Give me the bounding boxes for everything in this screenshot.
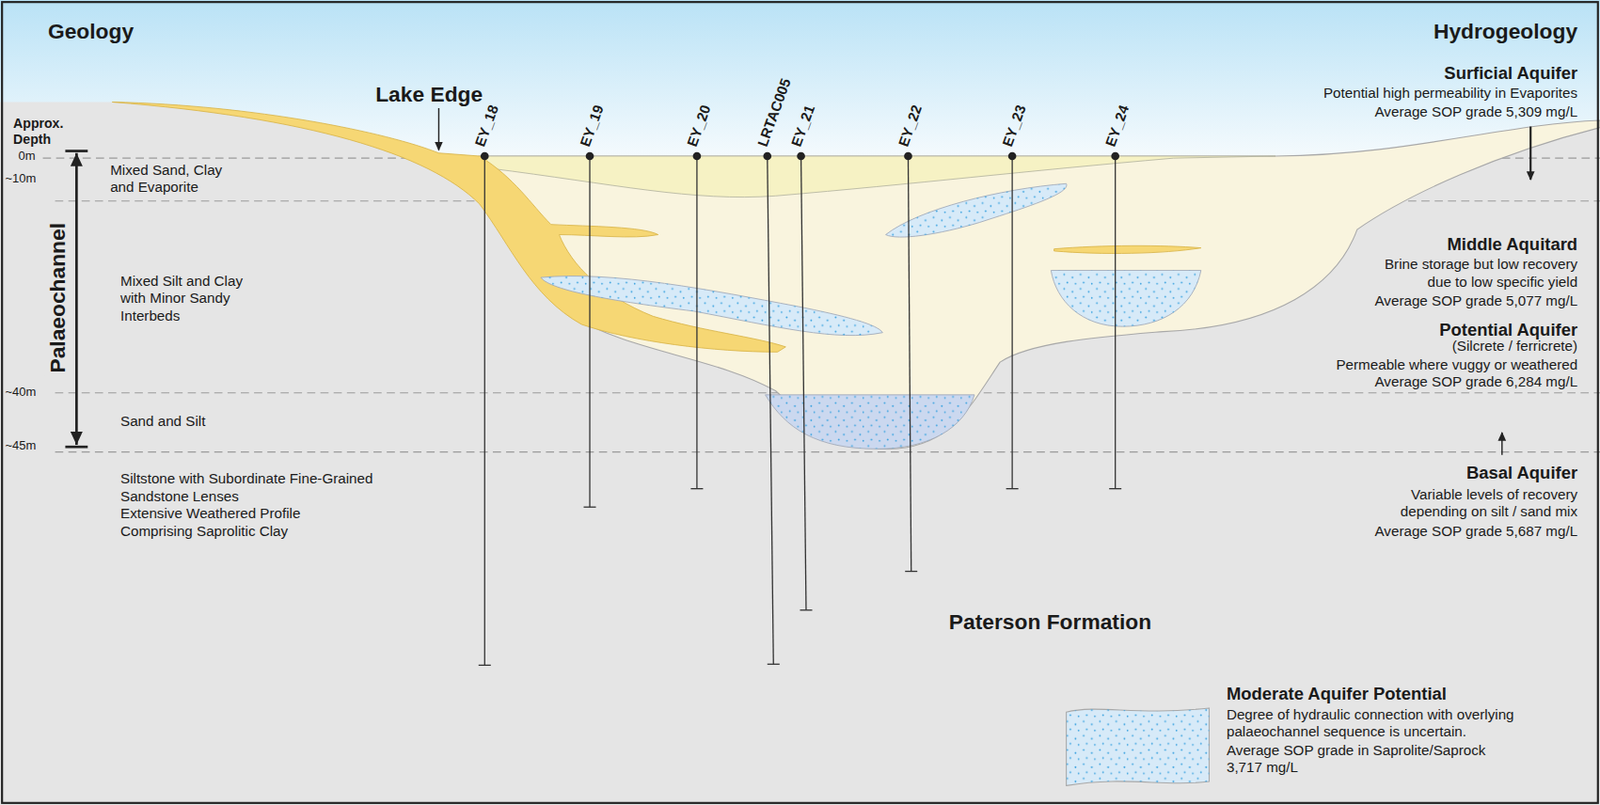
label-text: Potential Aquifer — [1439, 319, 1578, 342]
label-text: Average SOP grade 5,077 mg/L — [1375, 292, 1579, 310]
swatch-dots — [1066, 708, 1210, 786]
label-text: Permeable where vuggy or weathered — [1335, 356, 1578, 374]
label-text: Brine storage but low recovery due to lo… — [1358, 255, 1578, 291]
label-text: ~10m — [4, 171, 36, 187]
label-text: Mixed Sand, Clay and Evaporite — [110, 160, 238, 196]
legend-swatch — [1066, 708, 1210, 786]
label-text: Extensive Weathered Profile Comprising S… — [120, 505, 325, 540]
label-text: Basal Aquifer — [1466, 461, 1578, 484]
label-text: 0m — [18, 148, 36, 164]
label-text: Average SOP grade 5,309 mg/L — [1375, 103, 1579, 121]
label-text: Variable levels of recovery depending on… — [1373, 485, 1578, 521]
label-text: Surficial Aquifer — [1443, 62, 1578, 84]
label-text: Degree of hydraulic connection with over… — [1226, 706, 1564, 742]
label-text: Paterson Formation — [949, 609, 1152, 636]
label-text: ~45m — [4, 439, 36, 455]
label-text: (Silcrete / ferricrete) — [1452, 337, 1578, 355]
axis-label: Palaeochannel — [45, 220, 72, 377]
legend-text: Moderate Aquifer Potential — [1226, 683, 1447, 706]
label-text: Average SOP grade in Saprolite/Saprock 3… — [1226, 742, 1503, 777]
label-text: Potential high permeability in Evaporite… — [1323, 84, 1578, 102]
label-text: Average SOP grade 5,687 mg/L — [1375, 522, 1579, 539]
label-text: Middle Aquitard — [1446, 233, 1578, 255]
label-text: ~40m — [4, 384, 36, 400]
label-text: Average SOP grade 6,284 mg/L — [1375, 373, 1579, 391]
label-text: Approx. Depth — [13, 115, 77, 149]
label-text: Geology — [47, 18, 134, 46]
legend-swatch-frame — [1063, 704, 1213, 791]
label-text: Hydrogeology — [1433, 18, 1578, 46]
label-text: Lake Edge — [375, 81, 483, 109]
label-text: Sand and Silt — [120, 412, 206, 430]
label-text: Siltstone with Subordinate Fine-Grained … — [120, 470, 427, 506]
label-text: Mixed Silt and Clay with Minor Sandy Int… — [120, 272, 264, 325]
